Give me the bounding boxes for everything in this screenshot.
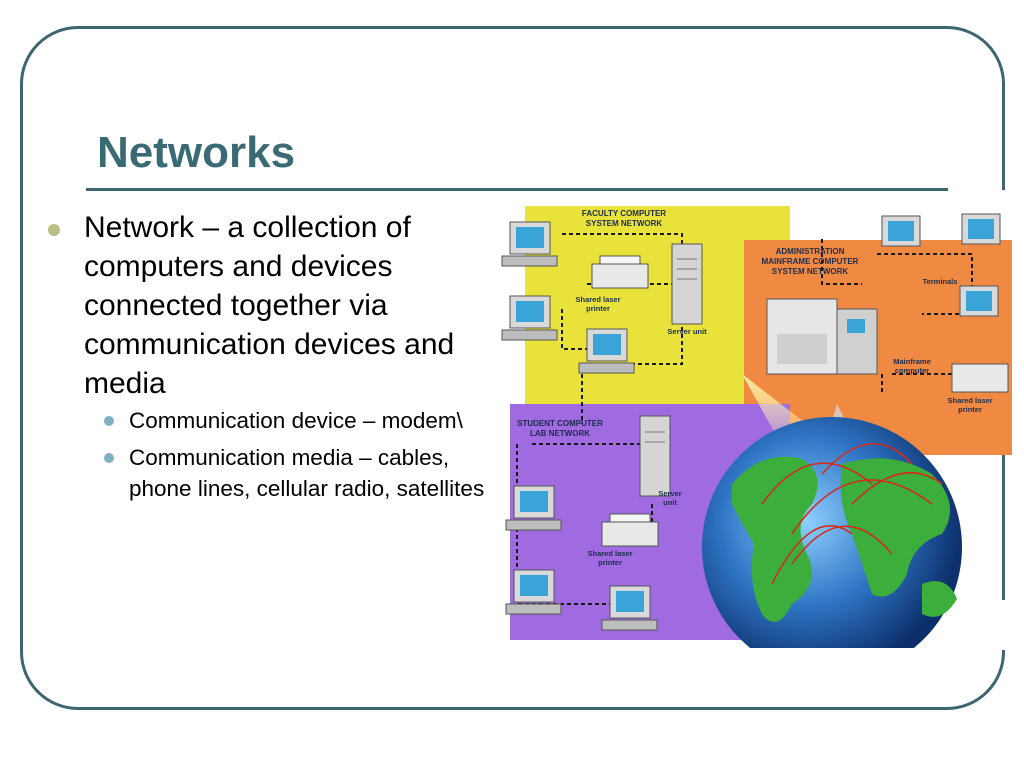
student-label: LAB NETWORK [530, 429, 590, 438]
title-underline [86, 188, 948, 191]
shared-printer-label: Shared laser [587, 549, 632, 558]
terminal-icon [881, 215, 921, 247]
shared-printer-label: Shared laser [575, 295, 620, 304]
pc-icon [505, 485, 562, 531]
shared-printer-label: printer [598, 558, 622, 567]
pc-icon [601, 585, 658, 631]
printer-icon [591, 255, 649, 289]
continents [732, 456, 818, 622]
frame-gap-bottom [1000, 600, 1012, 650]
network-illustration: FACULTY COMPUTER SYSTEM NETWORK ADMINIST… [492, 204, 1012, 648]
server-icon [671, 243, 703, 325]
admin-label: MAINFRAME COMPUTER [762, 257, 859, 266]
terminal-icon [961, 213, 1001, 245]
pc-icon [578, 328, 635, 374]
mainframe-label: computer [895, 366, 929, 375]
mainframe-icon [766, 298, 878, 375]
sub-bullet-text: Communication device – modem\ [129, 408, 463, 433]
pc-icon [501, 295, 558, 341]
sub-bullet-text: Communication media – cables, phone line… [129, 445, 485, 501]
shared-printer-label: printer [586, 304, 610, 313]
pc-icon [505, 569, 562, 615]
server-label: Server [658, 489, 681, 498]
slide-title: Networks [97, 128, 296, 177]
printer-icon [951, 363, 1009, 393]
student-label: STUDENT COMPUTER [517, 419, 603, 428]
faculty-label: FACULTY COMPUTER [582, 209, 666, 218]
continents [840, 458, 950, 597]
terminal-icon [959, 285, 999, 317]
sub-bullet-media: Communication media – cables, phone line… [48, 442, 498, 504]
shared-printer-label: printer [958, 405, 982, 414]
server-label: unit [663, 498, 677, 507]
satellite-links [761, 442, 943, 585]
bullet-network: Network – a collection of computers and … [48, 208, 498, 403]
terminals-label: Terminals [923, 277, 958, 286]
sub-bullet-marker [104, 453, 114, 463]
admin-label: SYSTEM NETWORK [772, 267, 849, 276]
admin-label: ADMINISTRATION [776, 247, 845, 256]
server-unit-label: Server unit [667, 327, 707, 336]
network-diagram: FACULTY COMPUTER SYSTEM NETWORK ADMINIST… [501, 206, 1012, 648]
bullet-text: Network – a collection of computers and … [84, 211, 455, 400]
server-icon [639, 415, 671, 497]
continents [922, 581, 957, 617]
slide-body: Network – a collection of computers and … [48, 208, 498, 504]
bullet-marker [48, 224, 60, 236]
sub-bullet-device: Communication device – modem\ [48, 405, 498, 436]
printer-icon [601, 513, 659, 547]
faculty-label: SYSTEM NETWORK [586, 219, 663, 228]
pc-icon [501, 221, 558, 267]
shared-printer-label: Shared laser [947, 396, 992, 405]
frame-gap-top [1000, 190, 1012, 250]
sub-bullet-marker [104, 416, 114, 426]
mainframe-label: Mainframe [893, 357, 931, 366]
